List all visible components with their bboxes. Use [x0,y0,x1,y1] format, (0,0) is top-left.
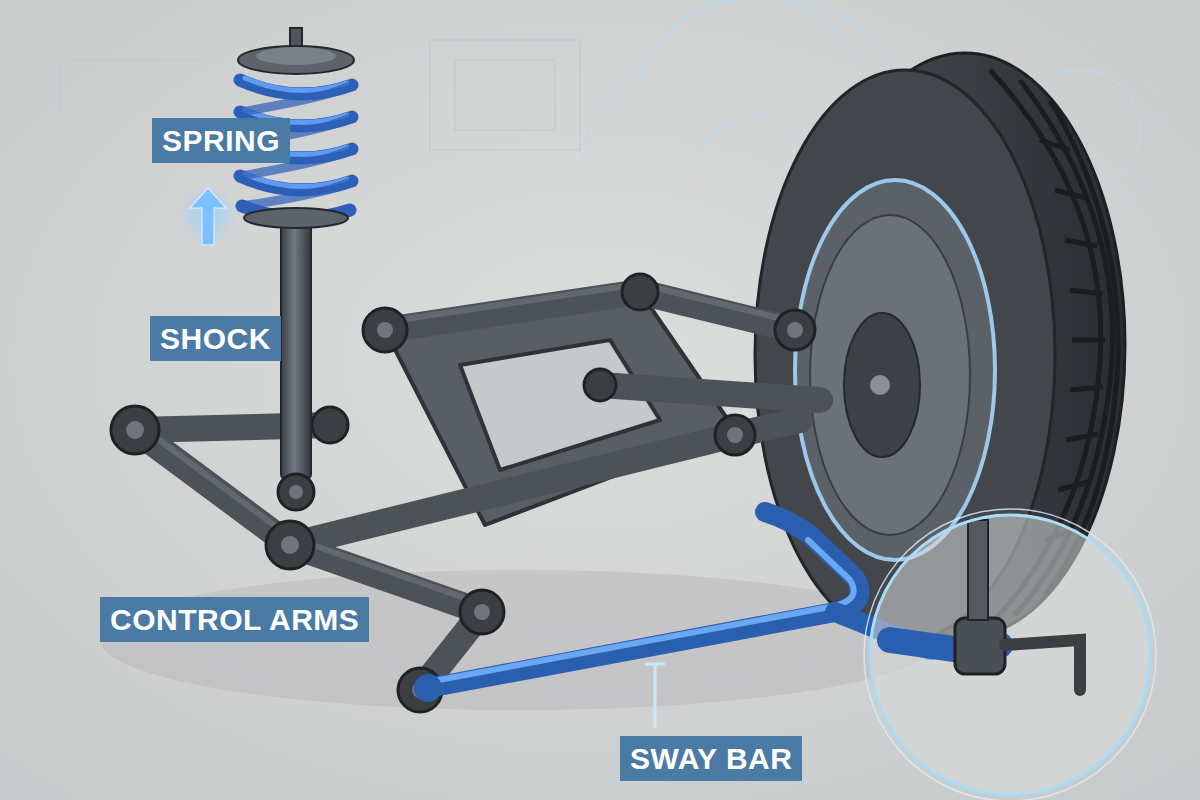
control-arms [266,521,314,569]
shock-absorber [256,47,336,65]
control-arms [135,284,795,604]
shock-absorber [281,215,311,480]
part-label: SHOCK [150,316,281,361]
part-label: SPRING [152,118,290,163]
control-arms [111,406,159,454]
control-arms [385,284,795,322]
tech-decoration [59,60,61,110]
ground-shadow [100,570,940,710]
tech-decoration [700,118,800,150]
part-label: SWAY BAR [620,736,802,781]
control-arms [281,536,299,554]
coil-spring [244,208,348,228]
control-arms [398,668,442,712]
direction-arrow [190,188,226,245]
control-arms [126,421,144,439]
tech-decoration [60,59,200,61]
tech-decoration [640,0,860,80]
shock-absorber [289,485,303,499]
coil-spring [242,181,352,206]
tech-decoration [580,70,620,170]
sway-bar [428,512,860,688]
magnifier-detail [870,515,1150,795]
magnifier-detail [870,515,1150,795]
control-arms [377,322,393,338]
wheel [810,215,970,535]
sway-bar [428,540,854,682]
sway-bar [414,512,930,702]
control-arms [363,308,407,352]
control-arms [312,407,348,443]
control-arms [474,604,490,620]
control-arms [622,274,658,310]
magnifier-detail [864,509,1156,800]
coil-spring [240,85,352,112]
control-arms [600,385,820,400]
wheel [795,180,995,560]
wheel [844,313,920,457]
shock-absorber [238,46,354,74]
control-arms [584,369,616,401]
control-arms [290,435,735,545]
part-label: CONTROL ARMS [100,597,369,642]
magnifier-detail [1005,640,1080,690]
control-arms [775,310,815,350]
magnifier-detail [955,618,1005,674]
control-arms [787,322,803,338]
leader-line [645,663,665,666]
leader-line [654,664,657,728]
tech-decoration [455,60,555,130]
shock-absorber [278,474,314,510]
sway-bar [414,674,442,702]
leader-line [645,664,665,728]
direction-arrow [178,185,238,245]
direction-arrow [178,185,238,245]
control-arms [727,427,743,443]
tech-decoration [430,40,580,150]
control-arms [460,590,504,634]
shock-absorber [238,28,354,510]
magnifier-detail [968,520,988,620]
magnifier-detail [864,509,1156,800]
control-arms [111,274,820,712]
control-arms [715,415,755,455]
control-arms [111,274,815,712]
wheel [870,375,890,395]
